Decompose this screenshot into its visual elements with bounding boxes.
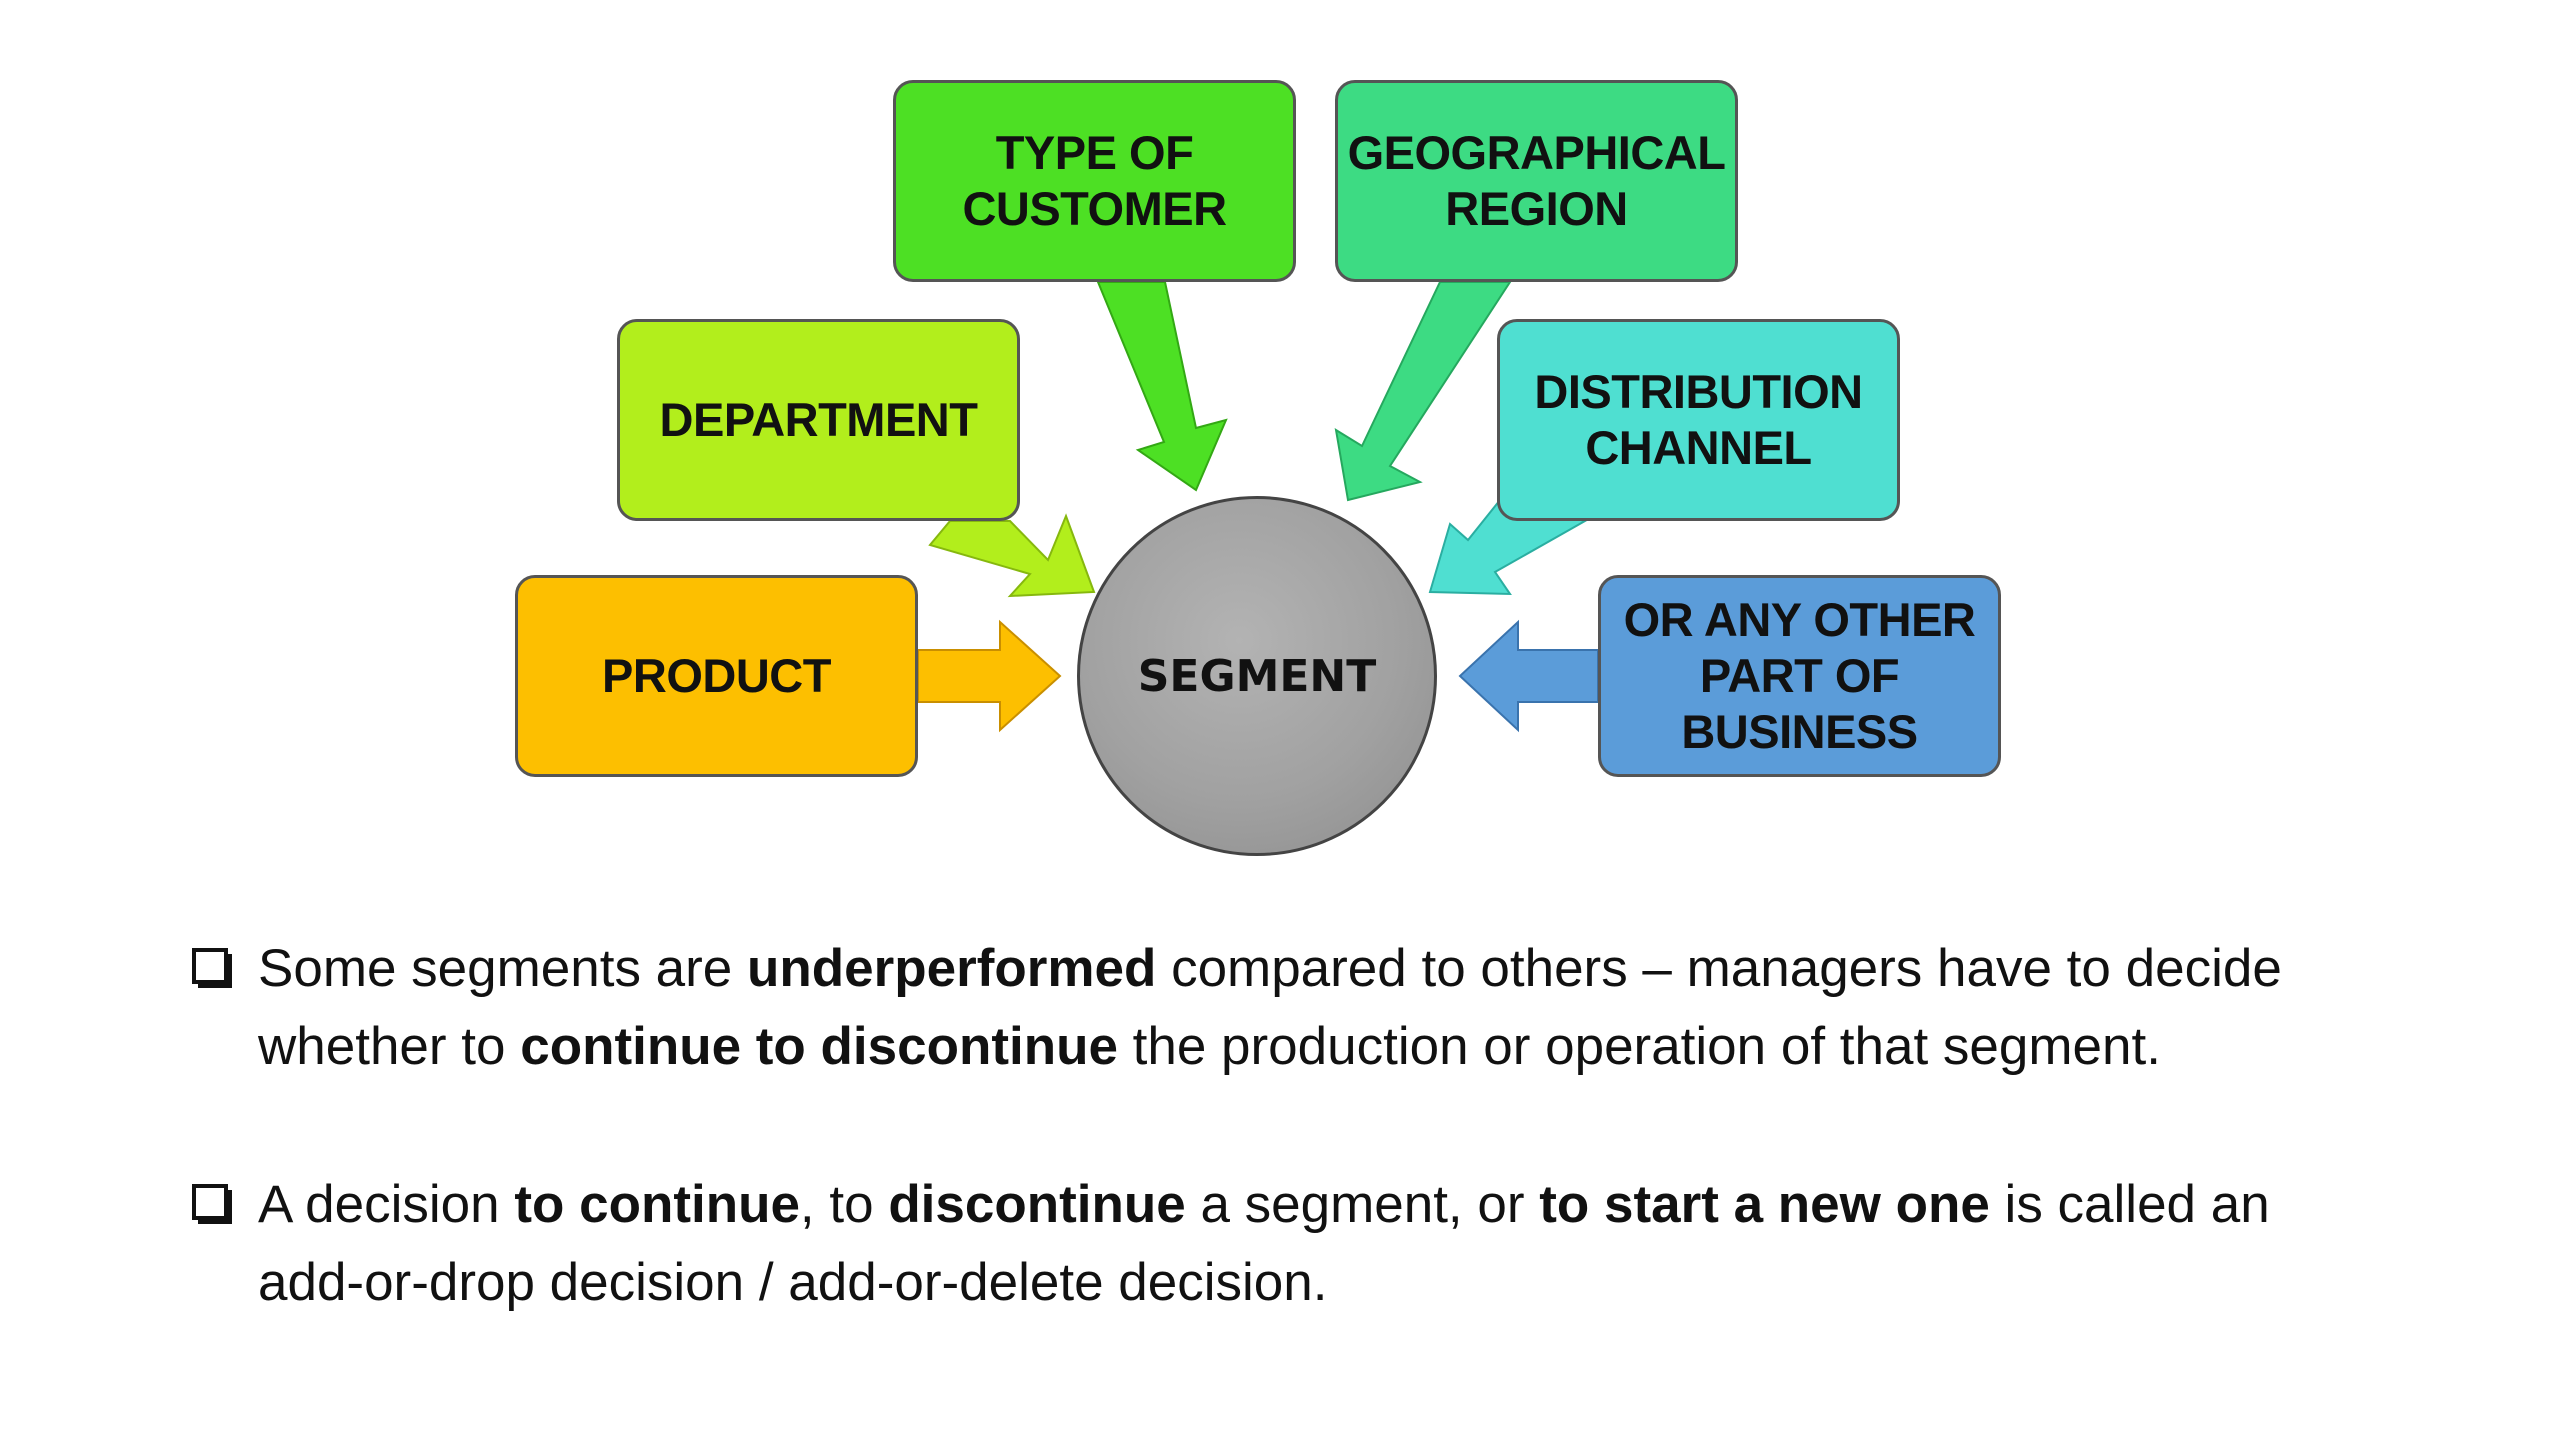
box-distribution-channel: DISTRIBUTION CHANNEL [1497, 319, 1900, 521]
diagram-arrows [917, 281, 1599, 733]
bullet-bold-text: continue to discontinue [520, 1017, 1118, 1076]
bullet-bold-text: to continue [514, 1175, 800, 1234]
box-type-of-customer-label: TYPE OF CUSTOMER [962, 126, 1227, 235]
box-department: DEPARTMENT [617, 319, 1020, 521]
box-geographical-region-label: GEOGRAPHICAL REGION [1347, 126, 1726, 235]
bullet-bold-text: to start a new one [1539, 1175, 1990, 1234]
box-other-part-label: OR ANY OTHER PART OF BUSINESS [1623, 593, 1976, 758]
bullet-bold-text: discontinue [888, 1175, 1186, 1234]
bullet-item: A decision to continue, to discontinue a… [190, 1166, 2390, 1322]
bullet-plain-text: compared to others – managers have to de… [258, 939, 2282, 1076]
arrow-other-part [1458, 619, 1599, 733]
bullet-text: A decision to continue, to discontinue a… [258, 1175, 2270, 1312]
bullet-plain-text: Some segments are [258, 939, 748, 998]
bullet-list: Some segments are underperformed compare… [190, 930, 2390, 1402]
arrow-type-of-customer [1096, 281, 1228, 492]
bullet-text: Some segments are underperformed compare… [258, 939, 2282, 1076]
box-type-of-customer: TYPE OF CUSTOMER [893, 80, 1296, 282]
arrow-department [928, 513, 1096, 598]
arrow-product [917, 619, 1062, 733]
segment-circle: SEGMENT [1077, 496, 1437, 856]
bullet-plain-text: , to [799, 1175, 889, 1234]
arrow-distribution-channel [1428, 498, 1588, 596]
box-product: PRODUCT [515, 575, 918, 777]
box-other-part-of-business: OR ANY OTHER PART OF BUSINESS [1598, 575, 2001, 777]
arrow-geographical-region [1334, 281, 1512, 502]
box-product-label: PRODUCT [602, 649, 831, 702]
segment-label: SEGMENT [1137, 650, 1377, 702]
box-distribution-channel-label: DISTRIBUTION CHANNEL [1534, 365, 1863, 474]
bullet-bold-text: underperformed [747, 939, 1157, 998]
bullet-item: Some segments are underperformed compare… [190, 930, 2390, 1086]
checkbox-icon [192, 948, 228, 984]
segment-diagram: TYPE OF CUSTOMER GEOGRAPHICAL REGION DEP… [515, 80, 2001, 856]
box-department-label: DEPARTMENT [659, 393, 978, 446]
box-geographical-region: GEOGRAPHICAL REGION [1335, 80, 1738, 282]
bullet-plain-text: A decision [258, 1175, 515, 1234]
bullet-plain-text: the production or operation of that segm… [1117, 1017, 2161, 1076]
bullet-plain-text: is called an add-or-drop decision / add-… [258, 1175, 2270, 1312]
checkbox-icon [192, 1184, 228, 1220]
bullet-plain-text: a segment, or [1185, 1175, 1540, 1234]
